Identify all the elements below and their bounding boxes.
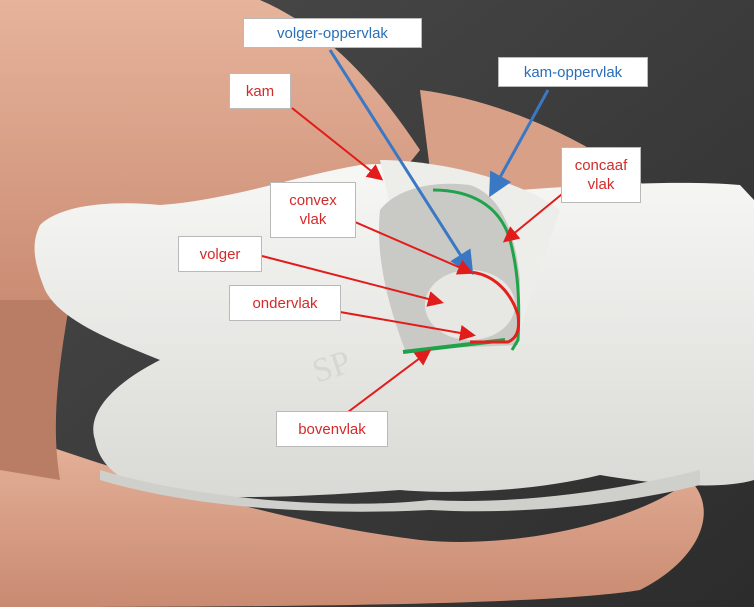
label-bovenvlak: bovenvlak [276, 411, 388, 447]
label-convex-vlak: convex vlak [270, 182, 356, 238]
arrow-convex-vlak [355, 222, 470, 272]
label-kam-oppervlak: kam-oppervlak [498, 57, 648, 87]
arrow-kam [292, 108, 380, 178]
arrow-concaaf-vlak [506, 190, 567, 240]
arrow-kam-oppervlak [492, 90, 548, 192]
label-concaaf-vlak: concaaf vlak [561, 147, 641, 203]
label-volger-oppervlak: volger-oppervlak [243, 18, 422, 48]
label-kam: kam [229, 73, 291, 109]
arrow-bovenvlak [348, 352, 428, 412]
label-ondervlak: ondervlak [229, 285, 341, 321]
arrow-ondervlak [340, 312, 472, 335]
label-volger: volger [178, 236, 262, 272]
